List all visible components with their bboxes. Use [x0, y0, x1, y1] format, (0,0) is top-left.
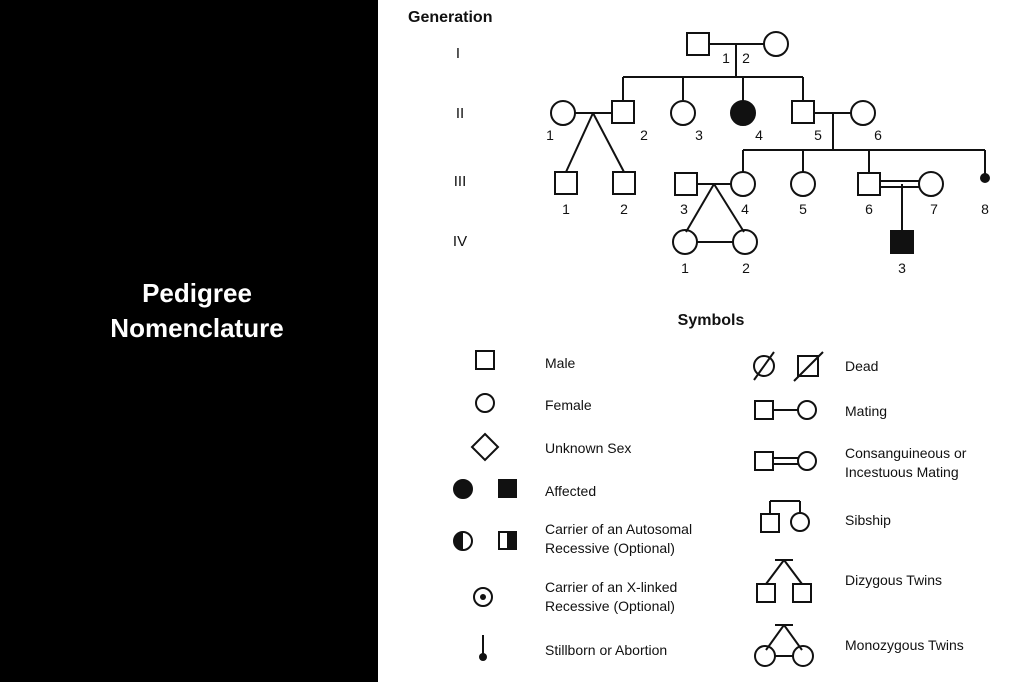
half-filled-circle-and-square-icon — [453, 531, 517, 551]
square-icon — [475, 350, 495, 370]
female-symbol — [850, 100, 876, 126]
individual-number: 1 — [546, 127, 554, 143]
female-symbol — [763, 31, 789, 57]
monozygous-twins-icon — [754, 624, 814, 667]
legend-label-line-2: Incestuous Mating — [845, 464, 959, 480]
sibship-icon — [760, 500, 810, 533]
individual-number: 4 — [755, 127, 763, 143]
individual-number: 5 — [814, 127, 822, 143]
individual-number: 2 — [742, 50, 750, 66]
individual-number: 4 — [741, 201, 749, 217]
legend-label-line-2: Recessive (Optional) — [545, 598, 675, 614]
slide-title: Pedigree Nomenclature — [0, 276, 394, 346]
male-symbol — [791, 100, 815, 124]
affected-female-symbol — [730, 100, 756, 126]
male-symbol — [611, 100, 635, 124]
circle-icon — [475, 393, 495, 413]
legend-label: Monozygous Twins — [845, 637, 964, 653]
slide-title-line-1: Pedigree — [142, 278, 252, 308]
stillborn-symbol — [980, 173, 990, 183]
legend-label-line-1: Carrier of an X-linked — [545, 579, 677, 595]
slide-title-line-2: Nomenclature — [110, 313, 284, 343]
male-symbol — [554, 171, 578, 195]
male-symbol — [612, 171, 636, 195]
female-symbol — [670, 100, 696, 126]
twin-line — [565, 112, 594, 173]
slashed-circle-and-square-icon — [753, 351, 824, 382]
generation-1-couple — [686, 31, 789, 77]
mating-line-icon — [754, 400, 817, 420]
individual-number: 3 — [695, 127, 703, 143]
pedigree-diagram: Generation I II III IV 1 2 1 2 3 4 5 6 1… — [408, 9, 990, 667]
female-symbol — [732, 229, 758, 255]
generation-label-4: IV — [453, 233, 467, 250]
female-symbol — [790, 171, 816, 197]
legend-label: Male — [545, 355, 576, 371]
twin-line — [685, 183, 715, 233]
affected-male-symbol — [890, 230, 914, 254]
twin-line — [713, 183, 745, 233]
pedigree-figure-panel: Generation I II III IV 1 2 1 2 3 4 5 6 1… — [378, 0, 1023, 682]
generation-label-2: II — [456, 105, 464, 122]
left-title-panel: Pedigree Nomenclature — [0, 0, 378, 682]
legend-label: Sibship — [845, 512, 891, 528]
individual-number: 6 — [865, 201, 873, 217]
legend-label: Dizygous Twins — [845, 572, 942, 588]
female-symbol — [550, 100, 576, 126]
filled-circle-and-square-icon — [453, 479, 517, 499]
female-symbol — [730, 171, 756, 197]
legend-label: Dead — [845, 358, 878, 374]
individual-number: 2 — [742, 260, 750, 276]
legend-label-line-1: Carrier of an Autosomal — [545, 521, 692, 537]
legend-label: Mating — [845, 403, 887, 419]
individual-number: 3 — [680, 201, 688, 217]
individual-number: 7 — [930, 201, 938, 217]
legend-label: Affected — [545, 483, 596, 499]
generation-label-1: I — [456, 45, 460, 62]
legend-label: Stillborn or Abortion — [545, 642, 667, 658]
dizygous-twins-icon — [756, 559, 812, 603]
legend-label-line-1: Consanguineous or — [845, 445, 967, 461]
legend-label: Unknown Sex — [545, 440, 631, 456]
individual-number: 1 — [562, 201, 570, 217]
stillborn-icon — [479, 635, 487, 661]
diamond-icon — [470, 432, 500, 462]
legend-label-line-2: Recessive (Optional) — [545, 540, 675, 556]
individual-number: 2 — [640, 127, 648, 143]
individual-number: 5 — [799, 201, 807, 217]
symbols-heading: Symbols — [678, 312, 745, 329]
male-symbol — [674, 172, 698, 196]
male-symbol — [857, 172, 881, 196]
individual-number: 2 — [620, 201, 628, 217]
individual-number: 1 — [722, 50, 730, 66]
generation-heading: Generation — [408, 9, 492, 26]
twin-line — [592, 112, 625, 173]
individual-number: 3 — [898, 260, 906, 276]
legend-label: Female — [545, 397, 592, 413]
individual-number: 6 — [874, 127, 882, 143]
double-mating-line-icon — [754, 451, 817, 471]
female-symbol — [918, 171, 944, 197]
dotted-circle-icon — [473, 587, 493, 607]
individual-number: 1 — [681, 260, 689, 276]
individual-number: 8 — [981, 201, 989, 217]
generation-label-3: III — [454, 173, 467, 190]
female-symbol — [672, 229, 698, 255]
male-symbol — [686, 32, 710, 56]
